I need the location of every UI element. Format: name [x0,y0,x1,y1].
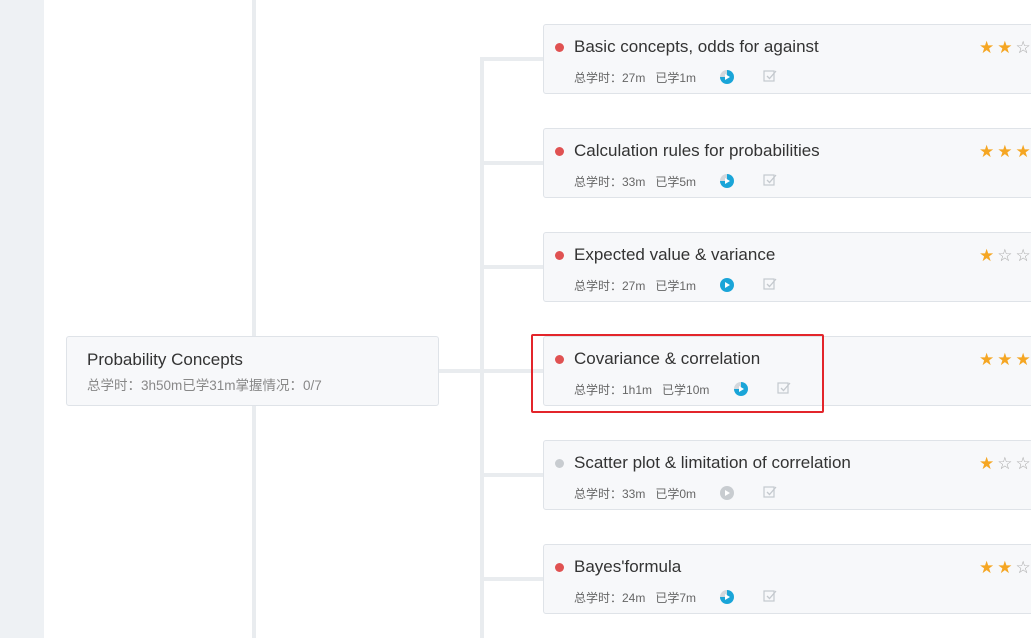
parent-topic-title: Probability Concepts [87,350,243,369]
rating-stars: ★★★ [979,142,1031,162]
star-empty-icon: ☆ [1015,38,1031,57]
star-filled-icon: ★ [997,142,1016,161]
tree-connector [480,57,544,61]
tree-connector [439,369,482,373]
lesson-title[interactable]: Calculation rules for probabilities [574,141,820,160]
lesson-card[interactable]: Calculation rules for probabilities 总学时：… [543,128,1031,198]
status-dot-icon [555,147,564,156]
lesson-learned-time: 已学1m [655,71,697,85]
parent-topic-card[interactable]: Probability Concepts 总学时：3h50m已学31m掌握情况：… [66,336,439,406]
tree-connector [480,161,544,165]
partial-play-icon[interactable] [720,70,734,84]
status-dot-icon [555,251,564,260]
star-filled-icon: ★ [997,350,1016,369]
star-filled-icon: ★ [979,350,998,369]
star-empty-icon: ☆ [1015,558,1031,577]
status-dot-icon [555,459,564,468]
divider-line [252,0,256,638]
star-filled-icon: ★ [1015,142,1031,161]
partial-play-icon[interactable] [720,174,734,188]
lesson-learned-time: 已学10m [662,383,710,397]
partial-play-icon[interactable] [720,590,734,604]
lesson-learned-time: 已学1m [655,279,697,293]
star-empty-icon: ☆ [1015,246,1031,265]
lesson-card[interactable]: Scatter plot & limitation of correlation… [543,440,1031,510]
rating-stars: ★★☆ [979,558,1031,578]
left-sidebar-strip [0,0,44,638]
tree-connector [480,265,544,269]
lesson-stats: 总学时：33m 已学5m [574,173,706,190]
star-filled-icon: ★ [979,246,998,265]
status-dot-icon [555,43,564,52]
tree-connector [480,577,544,581]
lesson-title[interactable]: Basic concepts, odds for against [574,37,819,56]
lesson-learned-time: 已学0m [655,487,697,501]
lesson-total-time: 总学时：1h1m [574,383,653,397]
grey-play-icon[interactable] [720,486,734,500]
lesson-title[interactable]: Scatter plot & limitation of correlation [574,453,851,472]
star-empty-icon: ☆ [997,246,1016,265]
tree-connector-vertical [480,57,484,638]
lesson-total-time: 总学时：33m [574,175,646,189]
lesson-total-time: 总学时：33m [574,487,646,501]
tree-connector [480,473,544,477]
lesson-card[interactable]: Covariance & correlation 总学时：1h1m 已学10m ★… [543,336,1031,406]
quiz-check-icon[interactable] [763,277,777,291]
lesson-total-time: 总学时：24m [574,591,646,605]
star-empty-icon: ☆ [1015,454,1031,473]
play-icon[interactable] [720,278,734,292]
lesson-title[interactable]: Covariance & correlation [574,349,761,368]
parent-topic-stats: 总学时：3h50m已学31m掌握情况：0/7 [87,378,322,393]
star-filled-icon: ★ [979,558,998,577]
star-filled-icon: ★ [997,38,1016,57]
quiz-check-icon[interactable] [763,173,777,187]
lesson-title[interactable]: Bayes'formula [574,557,682,576]
star-filled-icon: ★ [979,38,998,57]
star-filled-icon: ★ [997,558,1016,577]
quiz-check-icon[interactable] [777,381,791,395]
lesson-title[interactable]: Expected value & variance [574,245,776,264]
star-filled-icon: ★ [979,142,998,161]
lesson-card[interactable]: Basic concepts, odds for against 总学时：27m… [543,24,1031,94]
star-filled-icon: ★ [1015,350,1031,369]
rating-stars: ★★☆ [979,38,1031,58]
status-dot-icon [555,355,564,364]
star-empty-icon: ☆ [997,454,1016,473]
quiz-check-icon[interactable] [763,485,777,499]
lesson-learned-time: 已学7m [655,591,697,605]
quiz-check-icon[interactable] [763,69,777,83]
rating-stars: ★☆☆ [979,454,1031,474]
star-filled-icon: ★ [979,454,998,473]
status-dot-icon [555,563,564,572]
rating-stars: ★☆☆ [979,246,1031,266]
lesson-stats: 总学时：1h1m 已学10m [574,381,719,398]
lesson-stats: 总学时：24m 已学7m [574,589,706,606]
lesson-total-time: 总学时：27m [574,279,646,293]
lesson-stats: 总学时：27m 已学1m [574,277,706,294]
tree-connector [480,369,544,373]
lesson-total-time: 总学时：27m [574,71,646,85]
lesson-learned-time: 已学5m [655,175,697,189]
quiz-check-icon[interactable] [763,589,777,603]
partial-play-icon[interactable] [734,382,748,396]
rating-stars: ★★★ [979,350,1031,370]
lesson-stats: 总学时：33m 已学0m [574,485,706,502]
lesson-stats: 总学时：27m 已学1m [574,69,706,86]
